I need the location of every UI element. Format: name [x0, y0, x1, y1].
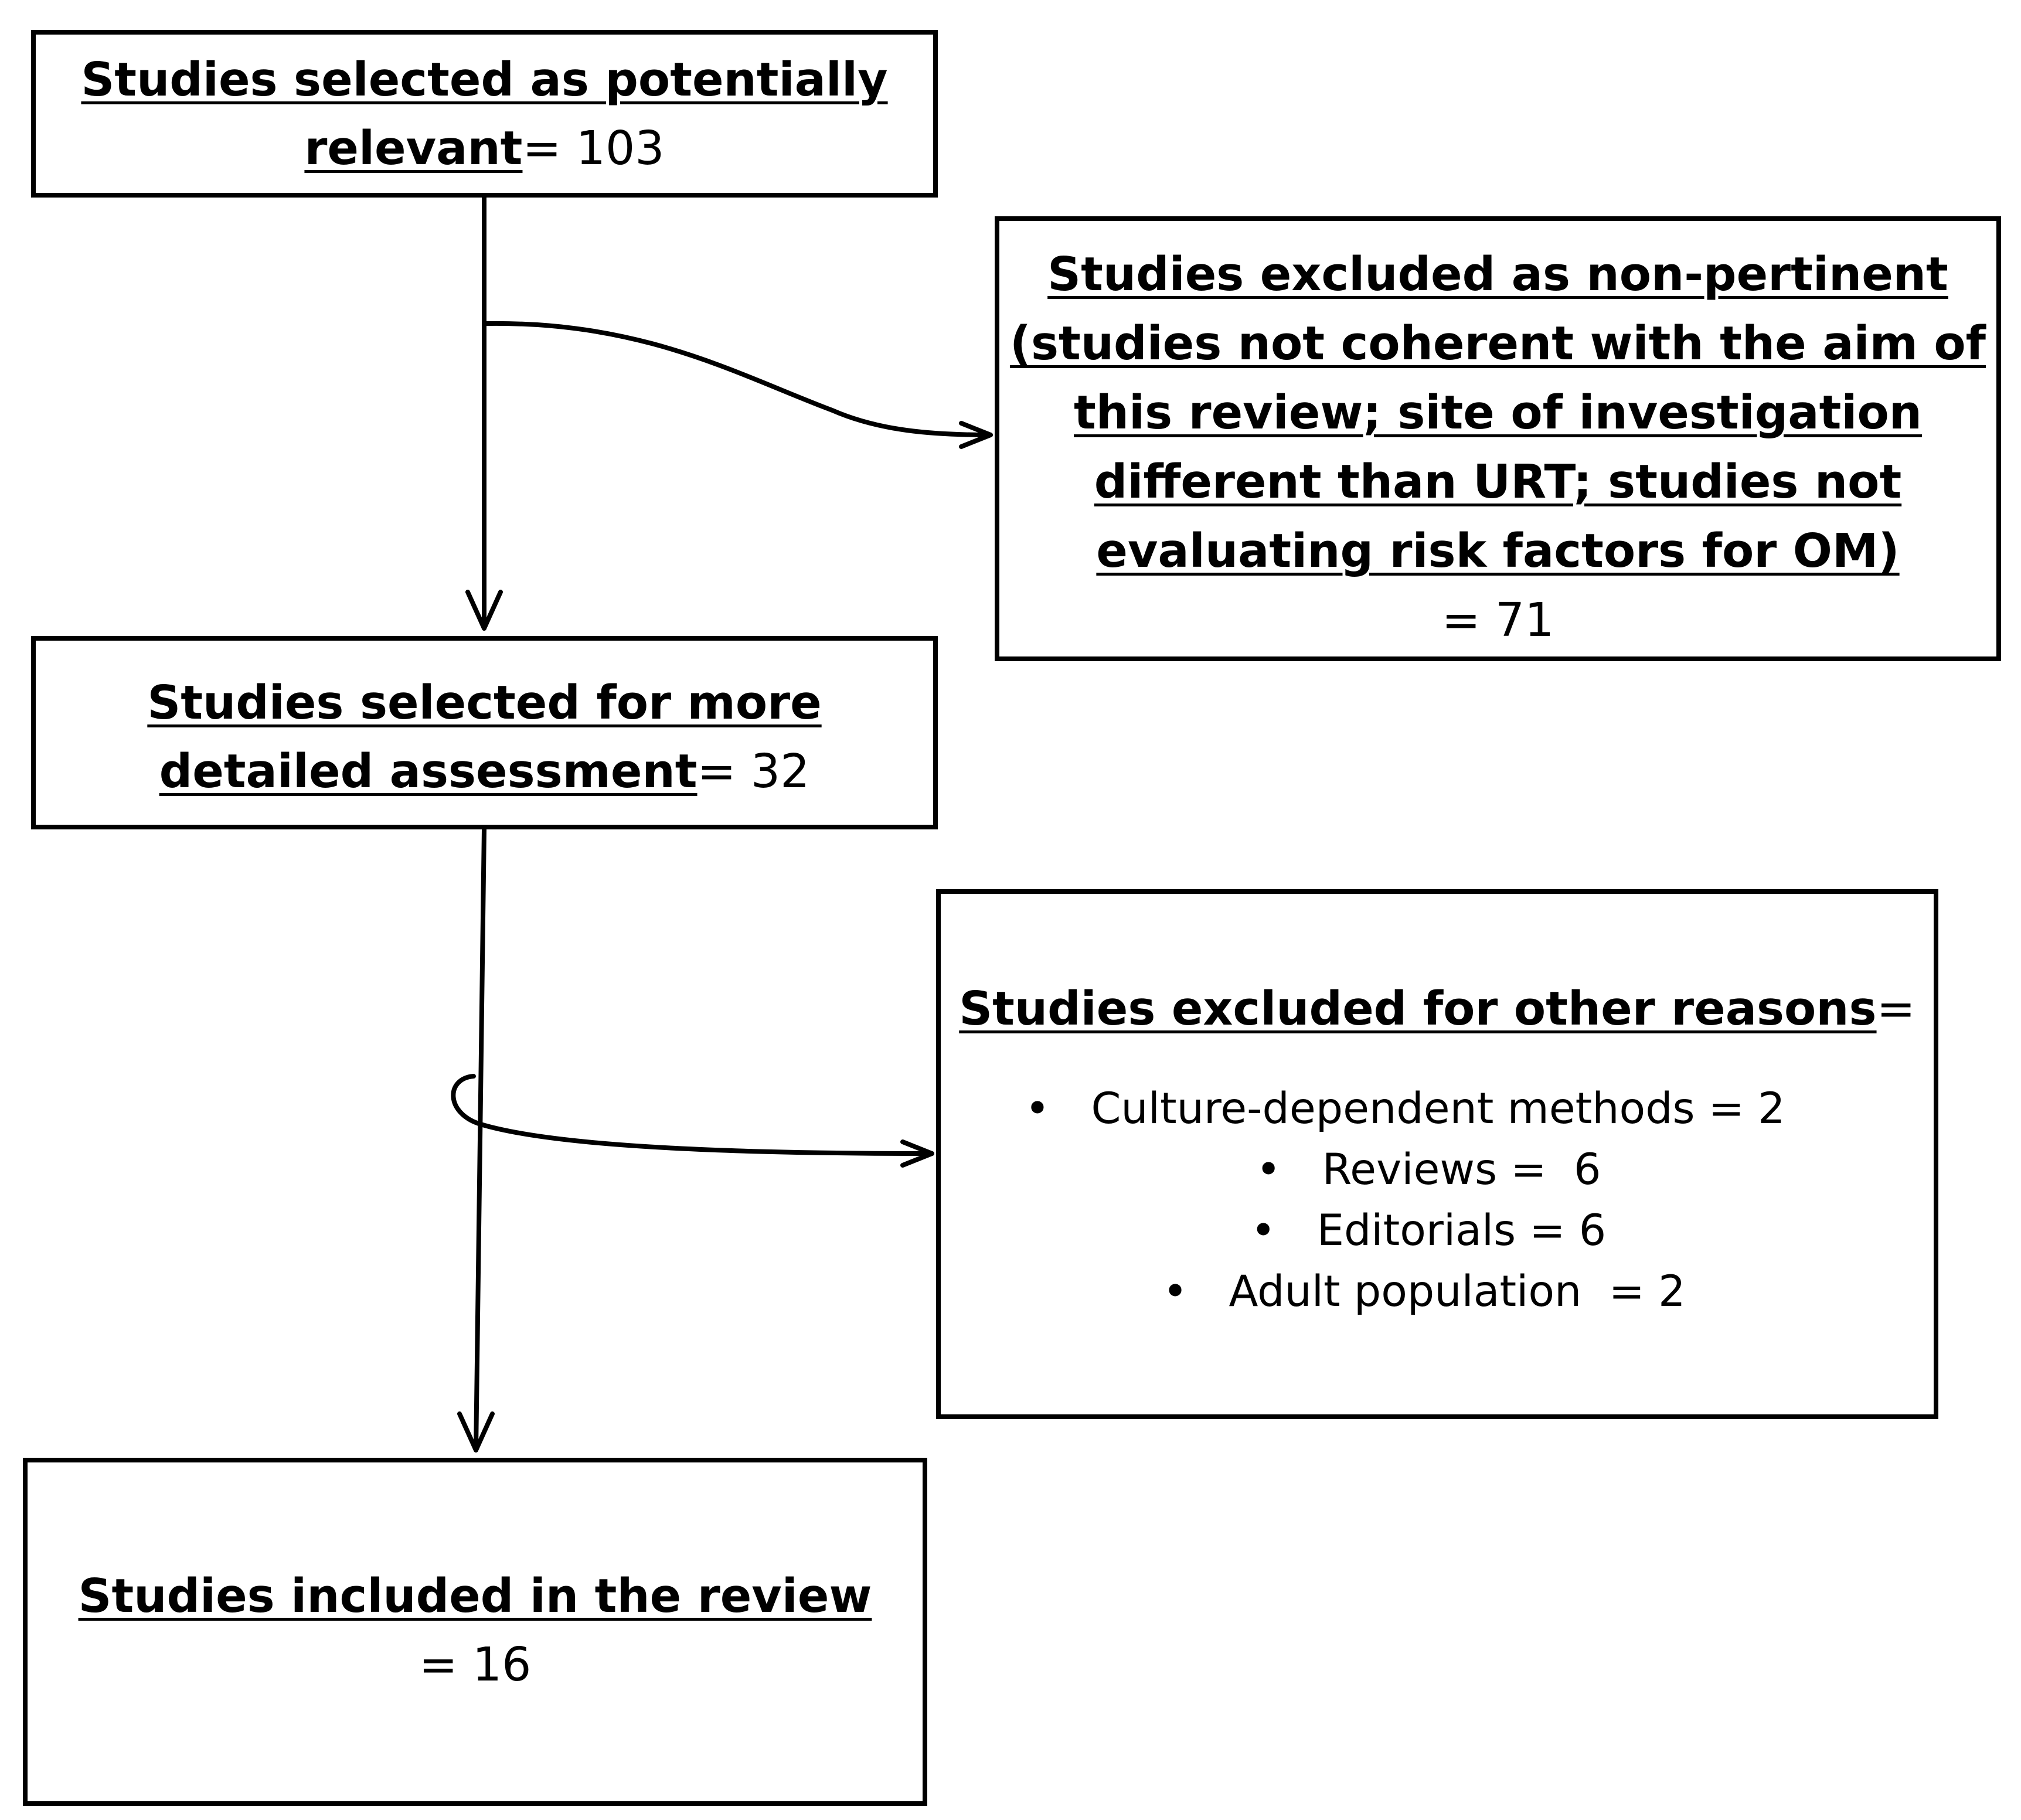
arrow-exclusion-nonpertinent — [484, 321, 993, 437]
arrowhead-other — [900, 1139, 934, 1168]
bullet-icon: • — [1250, 1206, 1276, 1256]
arrow-assessment-to-included — [474, 827, 486, 1452]
box-label: Studies excluded for other reasons — [959, 982, 1877, 1036]
box-potentially-relevant: Studies selected as potentially relevant… — [31, 30, 938, 198]
bullet-icon: • — [1256, 1145, 1281, 1195]
bullet-icon: • — [1162, 1267, 1188, 1316]
reason-text: Culture-dependent methods = 2 — [1091, 1084, 1785, 1134]
arrowhead-included — [457, 1411, 495, 1452]
box-count: = 71 — [1441, 593, 1554, 647]
list-item: • Culture-dependent methods = 2 — [876, 1079, 1934, 1139]
box-count: = 103 — [522, 121, 665, 175]
arrow-exclusion-other — [451, 1074, 934, 1156]
box-detailed-assessment: Studies selected for more detailed asses… — [31, 636, 938, 829]
box-label: Studies selected for more detailed asses… — [147, 676, 822, 798]
list-item: • Editorials = 6 — [923, 1200, 1934, 1261]
bullet-icon: • — [1025, 1084, 1050, 1134]
box-label: Studies included in the review — [78, 1569, 872, 1623]
arrowhead-assessment — [465, 590, 503, 631]
box-count: = 32 — [697, 744, 810, 798]
box-count: = 16 — [419, 1638, 532, 1692]
reason-text: Adult population = 2 — [1229, 1267, 1686, 1316]
box-included-in-review: Studies included in the review = 16 — [23, 1458, 927, 1806]
box-heading: Studies excluded for other reasons= — [941, 975, 1934, 1043]
arrowhead-nonpertinent — [959, 421, 993, 449]
reason-text: Editorials = 6 — [1316, 1206, 1607, 1256]
box-label: Studies excluded as non-pertinent (studi… — [1009, 247, 1986, 578]
list-item: • Reviews = 6 — [923, 1139, 1934, 1200]
box-label: Studies selected as potentially relevant — [81, 53, 888, 175]
box-label-suffix: = — [1876, 982, 1915, 1036]
list-item: • Adult population = 2 — [914, 1261, 1934, 1322]
reason-list: • Culture-dependent methods = 2 • Reviews … — [941, 1079, 1934, 1322]
reason-text: Reviews = 6 — [1322, 1145, 1601, 1195]
box-excluded-other-reasons: Studies excluded for other reasons= • Cul… — [936, 889, 1938, 1419]
box-excluded-nonpertinent: Studies excluded as non-pertinent (studi… — [995, 216, 2001, 661]
